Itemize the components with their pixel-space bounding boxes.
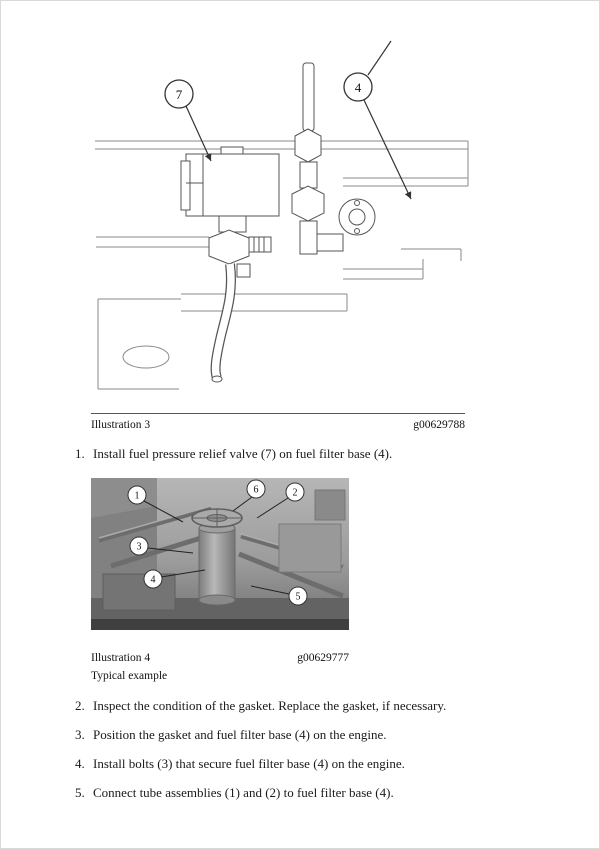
callout-4-marker: 4 bbox=[343, 40, 412, 200]
illustration-3-figure: 7 4 bbox=[91, 37, 471, 416]
illustration-4-figure: 1 6 2 3 4 bbox=[91, 478, 349, 635]
procedure-step-3: 3. Position the gasket and fuel filter b… bbox=[75, 726, 565, 743]
procedure-steps: 2. Inspect the condition of the gasket. … bbox=[75, 697, 575, 813]
photo-callouts: 1 6 2 3 4 bbox=[127, 479, 308, 606]
fuel-filter-canister bbox=[198, 527, 236, 601]
procedure-step-4: 4. Install bolts (3) that secure fuel fi… bbox=[75, 755, 565, 772]
illustration-4-code: g00629777 bbox=[297, 652, 349, 664]
step-text: Connect tube assemblies (1) and (2) to f… bbox=[93, 785, 394, 800]
step-text: Install bolts (3) that secure fuel filte… bbox=[93, 756, 405, 771]
illustration-4-caption-row: Illustration 4 g00629777 bbox=[91, 652, 349, 664]
callout-2-label: 2 bbox=[293, 488, 298, 499]
step-number: 1. bbox=[75, 446, 85, 461]
procedure-step-1: 1. Install fuel pressure relief valve (7… bbox=[75, 445, 565, 462]
callout-6-label: 6 bbox=[254, 485, 259, 496]
relief-valve-body bbox=[180, 146, 280, 278]
callout-1-label: 1 bbox=[135, 491, 140, 502]
callout-4-label: 4 bbox=[355, 80, 362, 95]
filter-base-flange bbox=[338, 198, 376, 236]
callout-4-photo-label: 4 bbox=[151, 575, 156, 586]
step-number: 4. bbox=[75, 756, 85, 771]
step-text: Inspect the condition of the gasket. Rep… bbox=[93, 698, 447, 713]
right-manifold bbox=[278, 523, 342, 573]
upper-right-component bbox=[314, 489, 346, 521]
illustration-4-caption: Illustration 4 bbox=[91, 652, 151, 664]
canister-bottom bbox=[198, 594, 236, 606]
callout-3-marker: 3 bbox=[129, 536, 149, 556]
fuel-hose bbox=[210, 263, 236, 383]
callout-4-photo-marker: 4 bbox=[143, 569, 163, 589]
step-text: Install fuel pressure relief valve (7) o… bbox=[93, 446, 393, 461]
procedure-step-2: 2. Inspect the condition of the gasket. … bbox=[75, 697, 565, 714]
callout-7-label: 7 bbox=[176, 87, 183, 102]
vertical-pipe-assembly bbox=[291, 62, 344, 255]
callout-6-marker: 6 bbox=[246, 479, 266, 499]
photo-bottom-shadow bbox=[91, 619, 349, 630]
lower-left-bracket bbox=[102, 573, 176, 611]
callout-2-marker: 2 bbox=[285, 482, 305, 502]
engine-photo: 1 6 2 3 4 bbox=[91, 478, 349, 630]
step-number: 2. bbox=[75, 698, 85, 713]
callout-3-label: 3 bbox=[137, 542, 142, 553]
callout-1-marker: 1 bbox=[127, 485, 147, 505]
illustration-3-code: g00629788 bbox=[413, 419, 465, 431]
engine-structure-lines bbox=[95, 140, 469, 390]
callout-7-marker: 7 bbox=[164, 79, 212, 162]
callout-5-marker: 5 bbox=[288, 586, 308, 606]
step-number: 5. bbox=[75, 785, 85, 800]
step-text: Position the gasket and fuel filter base… bbox=[93, 727, 387, 742]
procedure-step-5: 5. Connect tube assemblies (1) and (2) t… bbox=[75, 784, 565, 801]
illustration-3-caption-row: Illustration 3 g00629788 bbox=[91, 413, 465, 431]
illustration-3-caption: Illustration 3 bbox=[91, 419, 151, 431]
fuel-valve-line-drawing: 7 4 bbox=[95, 40, 469, 390]
callout-5-label: 5 bbox=[296, 592, 301, 603]
illustration-4-note: Typical example bbox=[91, 670, 168, 682]
priming-pump-handle bbox=[191, 508, 243, 528]
step-number: 3. bbox=[75, 727, 85, 742]
